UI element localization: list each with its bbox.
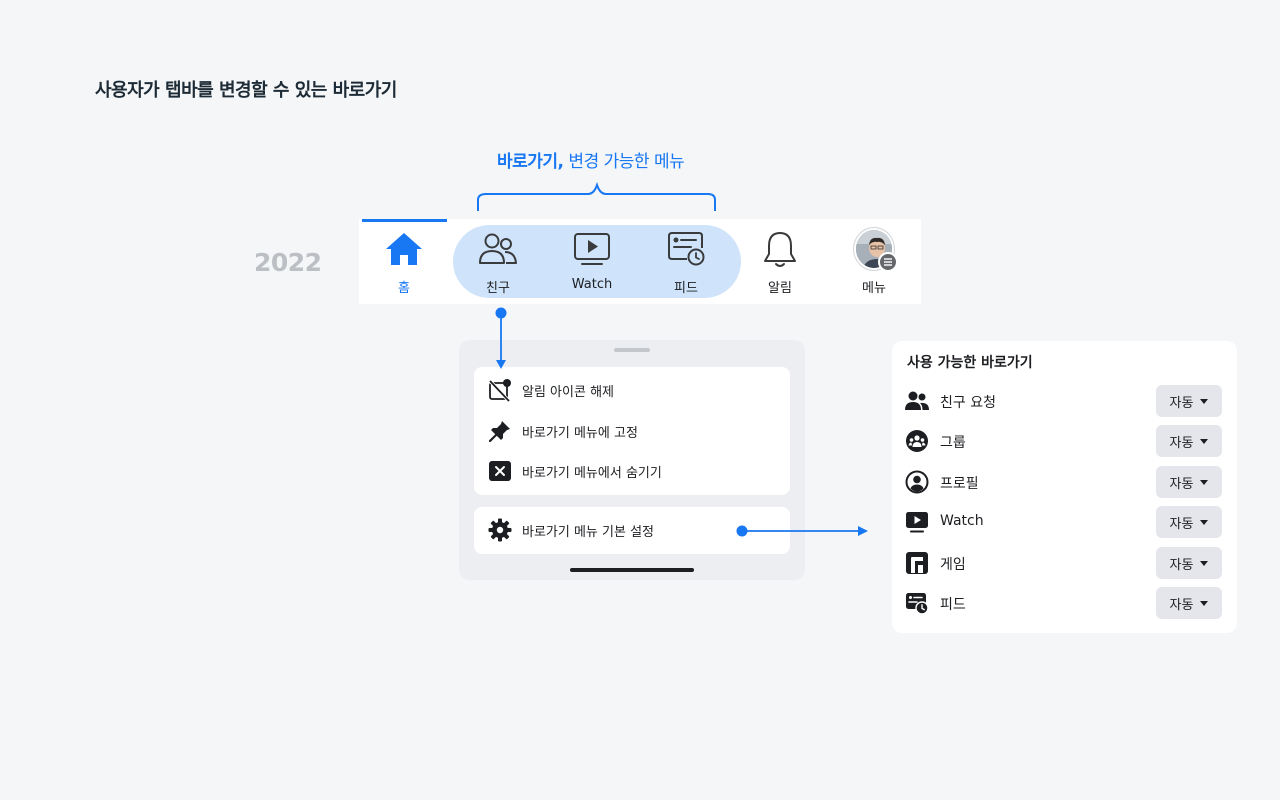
shortcut-label: 피드 bbox=[940, 597, 966, 613]
auto-dropdown[interactable]: 자동 bbox=[1156, 547, 1222, 579]
caret-down-icon bbox=[1200, 600, 1209, 606]
feeds-icon bbox=[905, 591, 929, 615]
active-tab-indicator bbox=[362, 219, 447, 222]
notification-off-icon bbox=[488, 378, 512, 402]
shortcut-label: 친구 요청 bbox=[940, 395, 996, 411]
tab-home[interactable]: 홈 bbox=[357, 229, 451, 301]
year-label: 2022 bbox=[254, 248, 322, 277]
option-label: 알림 아이콘 해제 bbox=[522, 384, 614, 400]
caret-down-icon bbox=[1200, 479, 1209, 485]
profile-icon bbox=[905, 470, 929, 494]
tab-feeds[interactable]: 피드 bbox=[639, 229, 733, 301]
home-indicator bbox=[570, 568, 694, 572]
caption-rest: 변경 가능한 메뉴 bbox=[563, 152, 685, 172]
page-title: 사용자가 탭바를 변경할 수 있는 바로가기 bbox=[95, 80, 397, 101]
panel-title: 사용 가능한 바로가기 bbox=[907, 355, 1033, 371]
auto-dropdown[interactable]: 자동 bbox=[1156, 506, 1222, 538]
shortcut-label: 게임 bbox=[940, 557, 966, 573]
tab-label: 메뉴 bbox=[862, 281, 886, 296]
option-label: 바로가기 메뉴에 고정 bbox=[522, 425, 638, 441]
sheet-settings-card: 바로가기 메뉴 기본 설정 bbox=[474, 507, 790, 554]
caret-down-icon bbox=[1200, 519, 1209, 525]
shortcut-label: 그룹 bbox=[940, 435, 966, 451]
option-disable-notification-icon[interactable]: 알림 아이콘 해제 bbox=[488, 378, 614, 402]
available-shortcuts-panel: 사용 가능한 바로가기 친구 요청 자동 bbox=[892, 341, 1237, 633]
auto-label: 자동 bbox=[1169, 557, 1194, 573]
auto-dropdown[interactable]: 자동 bbox=[1156, 385, 1222, 417]
sheet-handle[interactable] bbox=[614, 348, 650, 352]
auto-label: 자동 bbox=[1169, 435, 1194, 451]
avatar bbox=[854, 228, 898, 272]
tab-watch[interactable]: Watch bbox=[545, 229, 639, 301]
option-pin-to-shortcuts[interactable]: 바로가기 메뉴에 고정 bbox=[488, 419, 638, 443]
watch-icon bbox=[572, 229, 612, 269]
auto-dropdown[interactable]: 자동 bbox=[1156, 587, 1222, 619]
option-hide-from-shortcuts[interactable]: 바로가기 메뉴에서 숨기기 bbox=[488, 459, 662, 483]
sheet-options-card: 알림 아이콘 해제 바로가기 메뉴에 고정 바로 bbox=[474, 367, 790, 495]
auto-dropdown[interactable]: 자동 bbox=[1156, 466, 1222, 498]
shortcut-label: 프로필 bbox=[940, 476, 979, 492]
tab-bar: 홈 친구 Watch bbox=[359, 219, 921, 304]
hamburger-icon bbox=[878, 252, 898, 272]
watch-icon bbox=[905, 510, 929, 534]
tab-label: 홈 bbox=[398, 281, 410, 296]
gaming-icon bbox=[905, 551, 929, 575]
tab-label: 피드 bbox=[674, 281, 698, 296]
auto-dropdown[interactable]: 자동 bbox=[1156, 425, 1222, 457]
menu-icon bbox=[854, 228, 898, 272]
tab-label: Watch bbox=[571, 277, 613, 292]
pin-icon bbox=[488, 419, 512, 443]
shortcut-row-groups: 그룹 자동 bbox=[892, 425, 1237, 457]
home-icon bbox=[384, 229, 424, 269]
tab-label: 알림 bbox=[768, 281, 792, 296]
tab-label: 친구 bbox=[486, 281, 510, 296]
shortcut-label: Watch bbox=[940, 513, 984, 529]
friend-requests-icon bbox=[905, 389, 929, 413]
shortcut-row-feeds: 피드 자동 bbox=[892, 587, 1237, 619]
caption-strong: 바로가기, bbox=[497, 152, 564, 172]
close-square-icon bbox=[488, 459, 512, 483]
auto-label: 자동 bbox=[1169, 597, 1194, 613]
groups-icon bbox=[905, 429, 929, 453]
curly-brace bbox=[477, 181, 716, 211]
gear-icon bbox=[488, 518, 512, 542]
auto-label: 자동 bbox=[1169, 395, 1194, 411]
shortcut-options-sheet: 알림 아이콘 해제 바로가기 메뉴에 고정 바로 bbox=[459, 340, 805, 580]
tab-friends[interactable]: 친구 bbox=[451, 229, 545, 301]
shortcut-row-profile: 프로필 자동 bbox=[892, 466, 1237, 498]
shortcut-caption: 바로가기, 변경 가능한 메뉴 bbox=[497, 147, 685, 172]
friends-icon bbox=[478, 229, 518, 269]
option-label: 바로가기 메뉴에서 숨기기 bbox=[522, 465, 662, 481]
option-label: 바로가기 메뉴 기본 설정 bbox=[522, 524, 654, 540]
feeds-icon bbox=[666, 229, 706, 269]
tab-notifications[interactable]: 알림 bbox=[733, 229, 827, 301]
caret-down-icon bbox=[1200, 438, 1209, 444]
shortcut-row-gaming: 게임 자동 bbox=[892, 547, 1237, 579]
shortcut-row-watch: Watch 자동 bbox=[892, 506, 1237, 538]
option-shortcut-settings[interactable]: 바로가기 메뉴 기본 설정 bbox=[488, 518, 654, 542]
tab-menu[interactable]: 메뉴 bbox=[827, 228, 921, 301]
bell-icon bbox=[760, 229, 800, 269]
caret-down-icon bbox=[1200, 398, 1209, 404]
auto-label: 자동 bbox=[1169, 516, 1194, 532]
caret-down-icon bbox=[1200, 560, 1209, 566]
auto-label: 자동 bbox=[1169, 476, 1194, 492]
shortcut-row-friend-requests: 친구 요청 자동 bbox=[892, 385, 1237, 417]
